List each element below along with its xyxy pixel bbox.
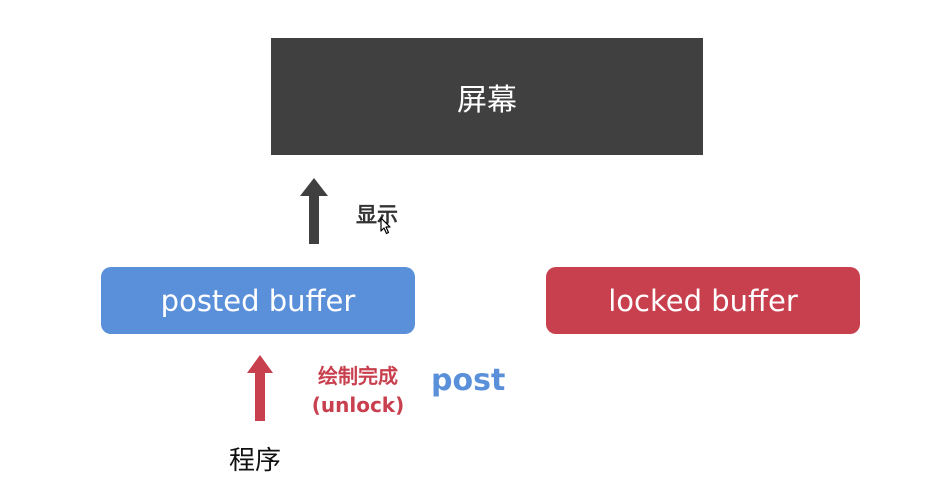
display-label: 显示: [356, 203, 398, 227]
post-arrow-up-icon: [247, 355, 273, 421]
posted-buffer-label: posted buffer: [160, 283, 356, 318]
mouse-pointer-icon: [380, 217, 391, 235]
program-label: 程序: [229, 446, 282, 476]
screen-label: 屏幕: [457, 82, 517, 118]
locked-buffer-box: locked buffer: [546, 267, 860, 334]
screen-box: 屏幕: [271, 38, 703, 155]
draw-done-label: 绘制完成 (unlock): [306, 362, 410, 420]
draw-done-text: 绘制完成: [318, 364, 398, 388]
display-arrow-up-icon: [300, 178, 328, 244]
locked-buffer-label: locked buffer: [608, 283, 798, 318]
post-label: post: [431, 363, 506, 398]
posted-buffer-box: posted buffer: [101, 267, 415, 334]
unlock-text: (unlock): [311, 393, 405, 417]
